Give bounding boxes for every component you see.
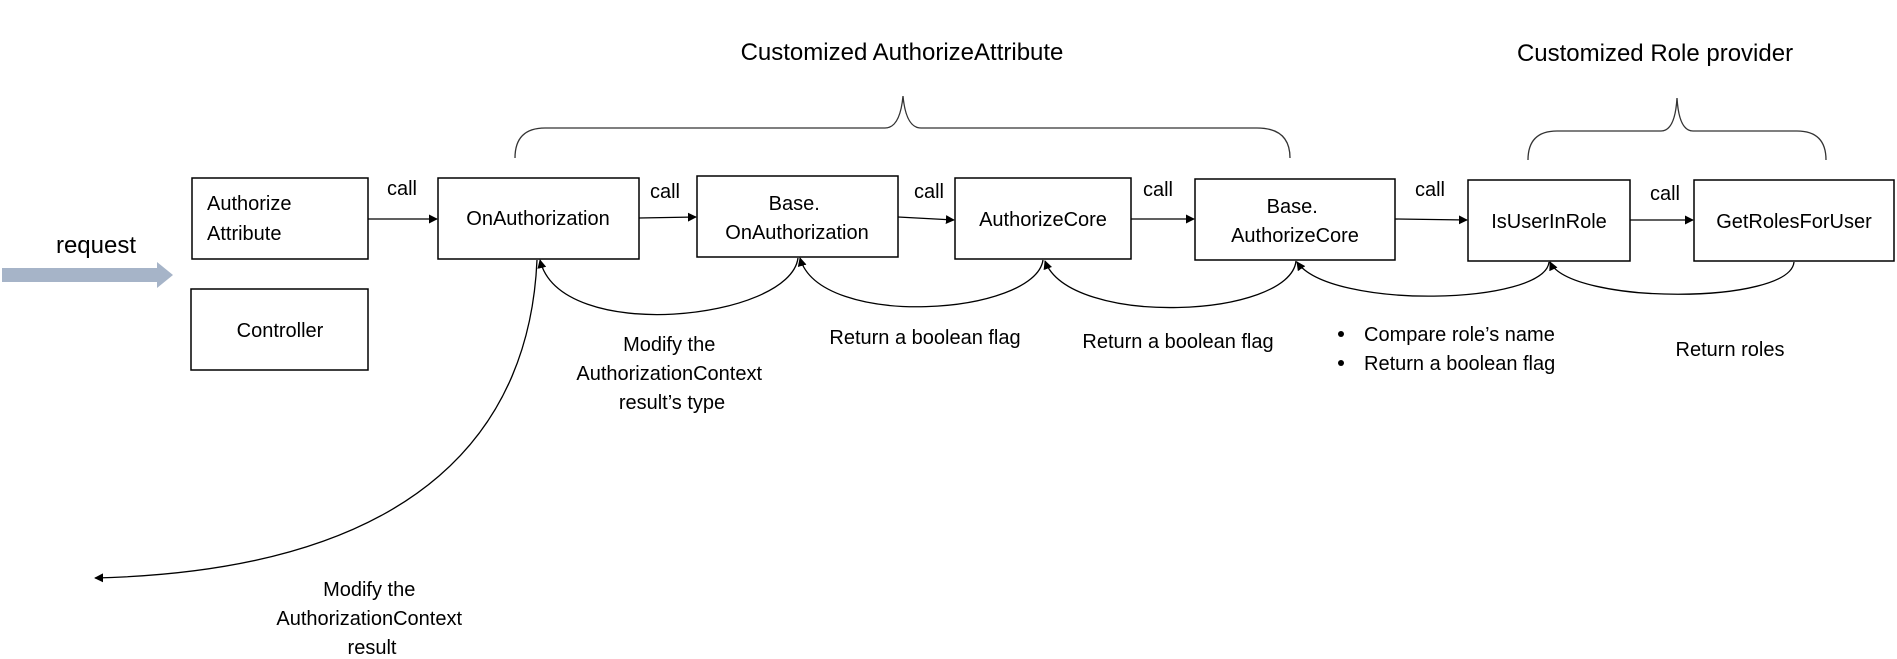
base-on-authorization-box: Base. OnAuthorization bbox=[696, 175, 899, 258]
call-label-3: call bbox=[914, 181, 944, 203]
bullet-item-1: Compare role’s name bbox=[1364, 324, 1555, 346]
on-authorization-label: OnAuthorization bbox=[466, 208, 609, 230]
return-curve-base-authorize-core bbox=[1043, 260, 1297, 309]
base-on-authorization-label: Base. OnAuthorization bbox=[725, 193, 868, 244]
return-curve-base-on-authorization bbox=[537, 257, 799, 316]
modify-result-label: Modify the AuthorizationContext result bbox=[276, 579, 467, 659]
return-roles-label: Return roles bbox=[1676, 339, 1785, 361]
return-curve-is-user-in-role bbox=[1296, 261, 1550, 297]
return-boolean-flag-label-2: Return a boolean flag bbox=[1082, 331, 1273, 353]
bullet-dot-1 bbox=[1338, 331, 1344, 337]
modify-result-type-label: Modify the AuthorizationContext result’s… bbox=[576, 334, 767, 414]
call-arrow-5 bbox=[1394, 215, 1468, 225]
request-arrow bbox=[2, 262, 173, 288]
call-label-6: call bbox=[1650, 183, 1680, 205]
get-roles-for-user-box: GetRolesForUser bbox=[1693, 179, 1895, 262]
controller-label: Controller bbox=[237, 320, 324, 342]
base-authorize-core-box: Base. AuthorizeCore bbox=[1194, 178, 1396, 261]
header-customized-authorize-attribute: Customized AuthorizeAttribute bbox=[741, 39, 1064, 66]
authorize-attribute-label: Authorize Attribute bbox=[207, 193, 297, 245]
authorize-core-label: AuthorizeCore bbox=[979, 209, 1107, 231]
return-curve-authorize-core bbox=[797, 257, 1044, 308]
brace-role-provider bbox=[1527, 97, 1827, 161]
is-user-in-role-box: IsUserInRole bbox=[1467, 179, 1631, 262]
get-roles-for-user-label: GetRolesForUser bbox=[1716, 211, 1872, 233]
call-label-4: call bbox=[1143, 179, 1173, 201]
request-label: request bbox=[56, 232, 136, 259]
call-arrow-2 bbox=[638, 212, 697, 222]
base-authorize-core-label: Base. AuthorizeCore bbox=[1231, 196, 1359, 247]
bullet-dot-2 bbox=[1338, 360, 1344, 366]
call-label-2: call bbox=[650, 181, 680, 203]
controller-box: Controller bbox=[190, 288, 369, 371]
header-customized-role-provider: Customized Role provider bbox=[1517, 40, 1793, 67]
bullet-list: Compare role’s name Return a boolean fla… bbox=[1338, 324, 1555, 375]
on-authorization-box: OnAuthorization bbox=[437, 177, 640, 260]
return-boolean-flag-label-1: Return a boolean flag bbox=[829, 327, 1020, 349]
return-curve-to-controller bbox=[94, 259, 538, 583]
return-curve-get-roles-for-user bbox=[1549, 261, 1795, 295]
is-user-in-role-label: IsUserInRole bbox=[1491, 211, 1607, 233]
call-arrow-3 bbox=[897, 215, 955, 225]
bullet-item-2: Return a boolean flag bbox=[1364, 353, 1555, 375]
call-label-5: call bbox=[1415, 179, 1445, 201]
call-label-1: call bbox=[387, 178, 417, 200]
authorize-attribute-box: Authorize Attribute bbox=[191, 177, 369, 260]
authorize-core-box: AuthorizeCore bbox=[954, 177, 1132, 260]
brace-authorize-attribute bbox=[514, 95, 1291, 159]
